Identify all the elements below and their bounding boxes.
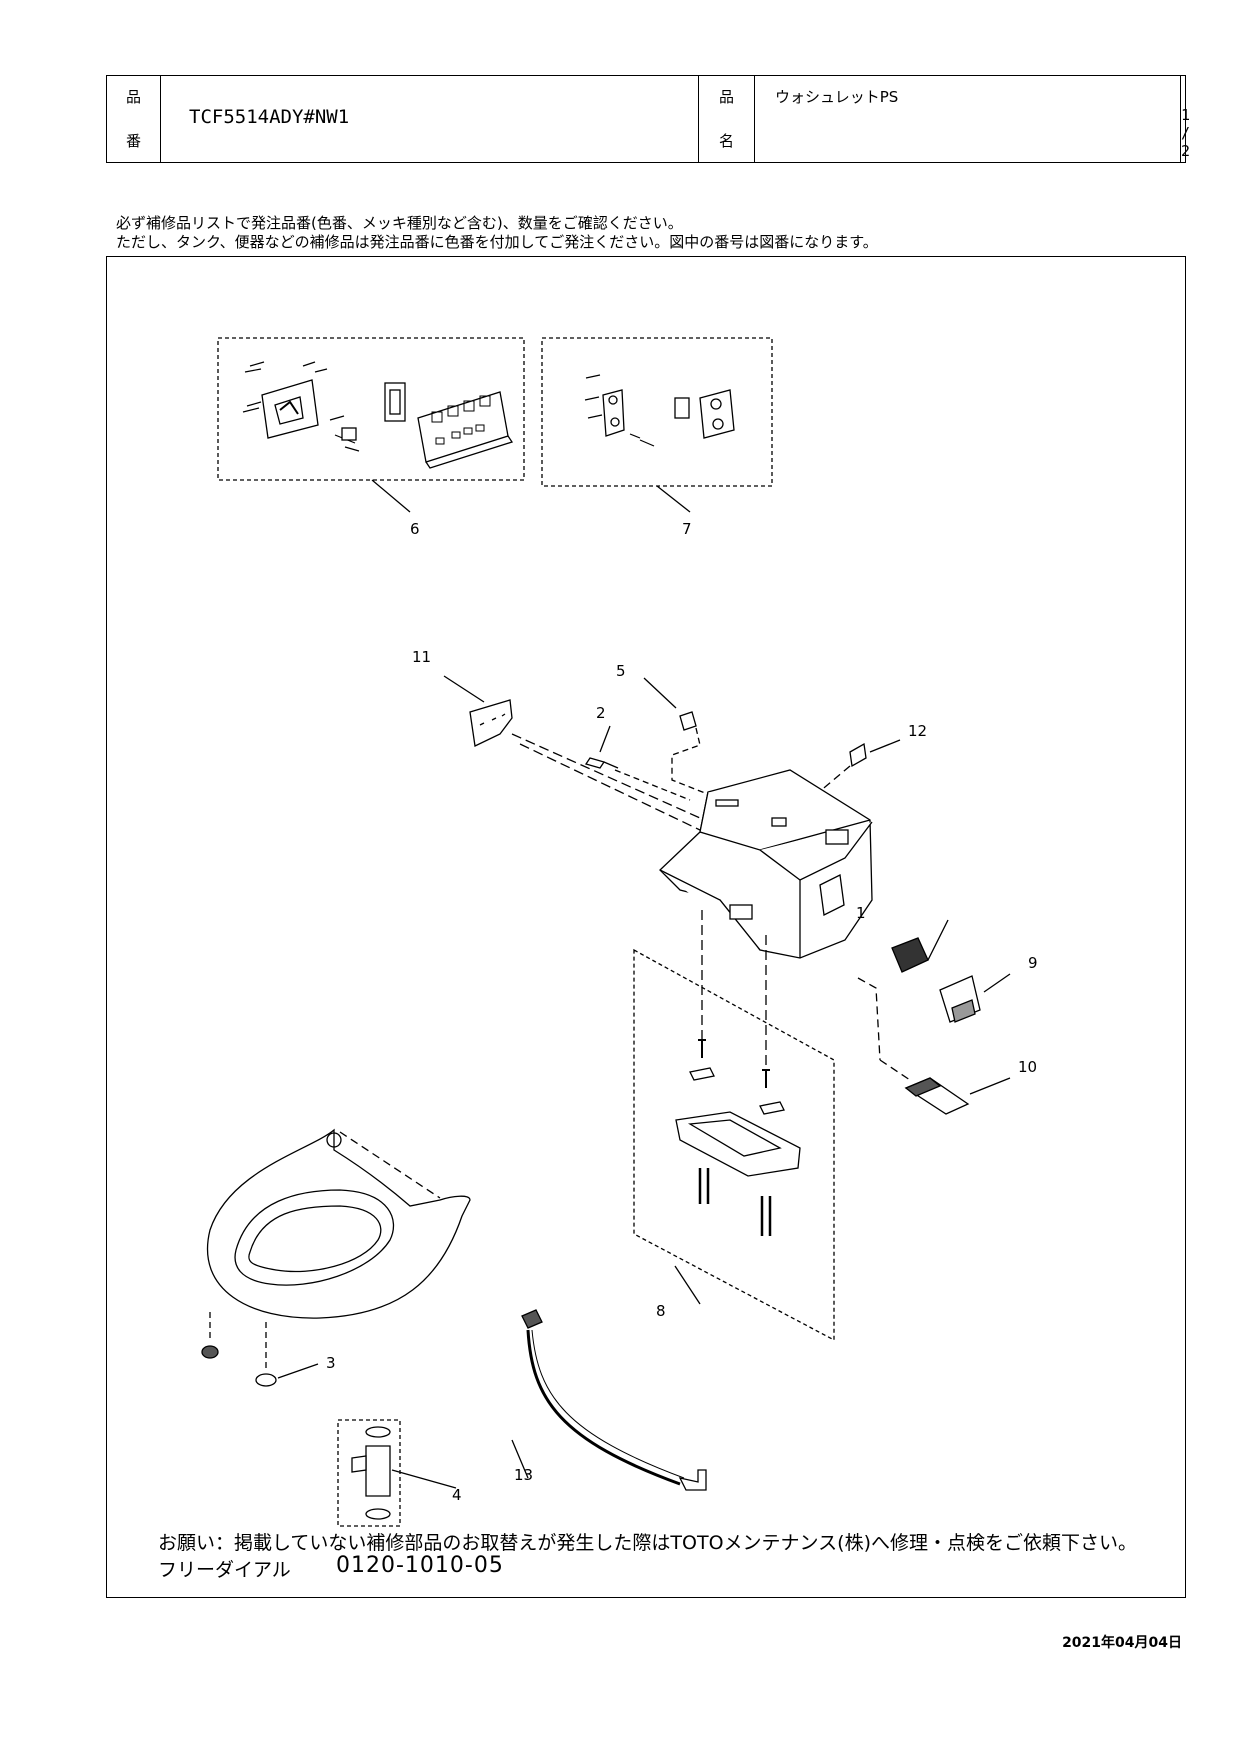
hin2-label: 品 — [718, 88, 734, 106]
callout-2: 2 — [596, 704, 606, 722]
callout-8: 8 — [656, 1302, 666, 1320]
hinban-label-cell: 品 番 — [107, 76, 161, 162]
part-11 — [443, 675, 513, 747]
callout-7: 7 — [682, 520, 692, 538]
toilet-seat — [201, 1128, 471, 1387]
hin-label: 品 — [125, 88, 141, 106]
footer-request: お願い：掲載していない補修部品のお取替えが発生した際はTOTOメンテナンス(株)… — [158, 1532, 1138, 1554]
part-10 — [904, 1077, 1011, 1115]
free-dial-label: フリーダイアル — [158, 1559, 291, 1581]
part-5 — [643, 677, 697, 731]
remote-kit-7 — [541, 337, 773, 487]
remote-kit-6 — [217, 337, 525, 481]
part-code-cell: TCF5514ADY#NW1 — [161, 76, 699, 162]
callout-10: 10 — [1018, 1058, 1037, 1076]
callout-9: 9 — [1028, 954, 1038, 972]
header-table: 品 番 TCF5514ADY#NW1 品 名 ウォシュレットPS 1 / 2 — [106, 75, 1190, 163]
part-4 — [337, 1419, 457, 1527]
note-line-2: ただし、タンク、便器などの補修品は発注品番に色番を付加してご発注ください。図中の… — [116, 233, 878, 251]
callout-6: 6 — [410, 520, 420, 538]
product-name-cell: ウォシュレットPS — [755, 76, 1181, 162]
hinmei-label-cell: 品 名 — [699, 76, 755, 162]
callout-12: 12 — [908, 722, 927, 740]
callout-11: 11 — [412, 648, 431, 666]
part-2 — [584, 725, 619, 769]
part-13-hose — [511, 1309, 707, 1491]
callout-13: 13 — [514, 1466, 533, 1484]
callout-1: 1 — [856, 904, 866, 922]
callout-4: 4 — [452, 1486, 462, 1504]
diagram-frame — [106, 256, 1186, 1598]
part-1 — [891, 919, 949, 973]
product-name: ウォシュレットPS — [775, 88, 899, 106]
part-9 — [939, 973, 1011, 1023]
mei-label: 名 — [718, 132, 734, 150]
callout-5: 5 — [616, 662, 626, 680]
note-line-1: 必ず補修品リストで発注品番(色番、メッキ種別など含む)、数量をご確認ください。 — [116, 214, 683, 232]
free-dial-number: 0120-1010-05 — [336, 1553, 504, 1578]
issue-date: 2021年04月04日 — [1062, 1635, 1182, 1651]
ban-label: 番 — [125, 132, 141, 150]
leader-6 — [371, 479, 411, 513]
callout-3: 3 — [326, 1354, 336, 1372]
part-12 — [849, 739, 901, 768]
leader-7 — [656, 485, 691, 513]
base-plate-kit-8 — [633, 910, 835, 1342]
part-code: TCF5514ADY#NW1 — [189, 106, 350, 128]
main-body-unit — [659, 769, 873, 959]
